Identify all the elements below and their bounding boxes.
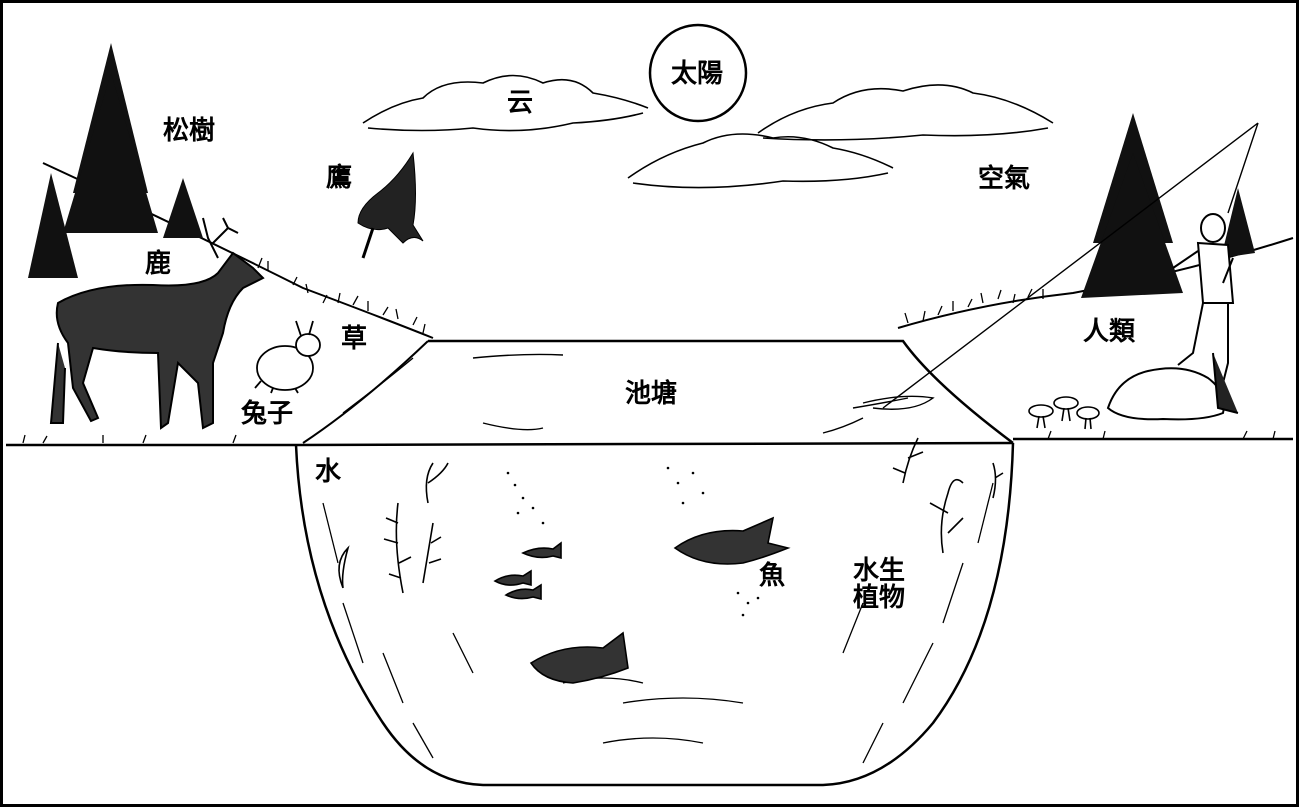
label-rabbit: 兔子 [239,399,296,429]
label-pine: 松樹 [163,116,216,146]
rock [1106,367,1225,421]
grass-tufts [22,257,1276,444]
hawk-figure [357,151,424,259]
label-air: 空氣 [978,164,1031,194]
label-sun: 太陽 [671,59,724,89]
label-pond: 池塘 [625,379,678,409]
fish-group [493,516,791,684]
cloud-middle [627,133,894,189]
bubbles [506,466,760,617]
pond-surface [428,339,1014,444]
ground-line [6,437,1293,447]
pine-trees-left [28,43,203,278]
label-grass: 草 [339,324,370,354]
pine-trees-right [1081,113,1255,298]
deer-figure [49,217,265,430]
rabbit-figure [254,320,321,394]
cloud-left [362,74,649,132]
aquatic-plants [338,437,1004,594]
label-water: 水 [315,457,342,487]
label-human: 人類 [1083,317,1136,347]
human-fisher-figure [1172,213,1239,414]
sun-circle [648,23,748,123]
label-cloud: 云 [507,88,534,118]
scene-illustration [6,23,1294,787]
label-hawk: 鷹 [326,163,353,193]
fishing-line [882,122,1259,409]
label-deer: 鹿 [143,249,174,279]
label-fish: 魚 [759,561,786,591]
label-aquatic-plants: 水生 植物 [853,556,906,614]
pond-basin [294,442,1015,787]
cloud-right [757,84,1054,141]
mushrooms [1028,396,1100,430]
